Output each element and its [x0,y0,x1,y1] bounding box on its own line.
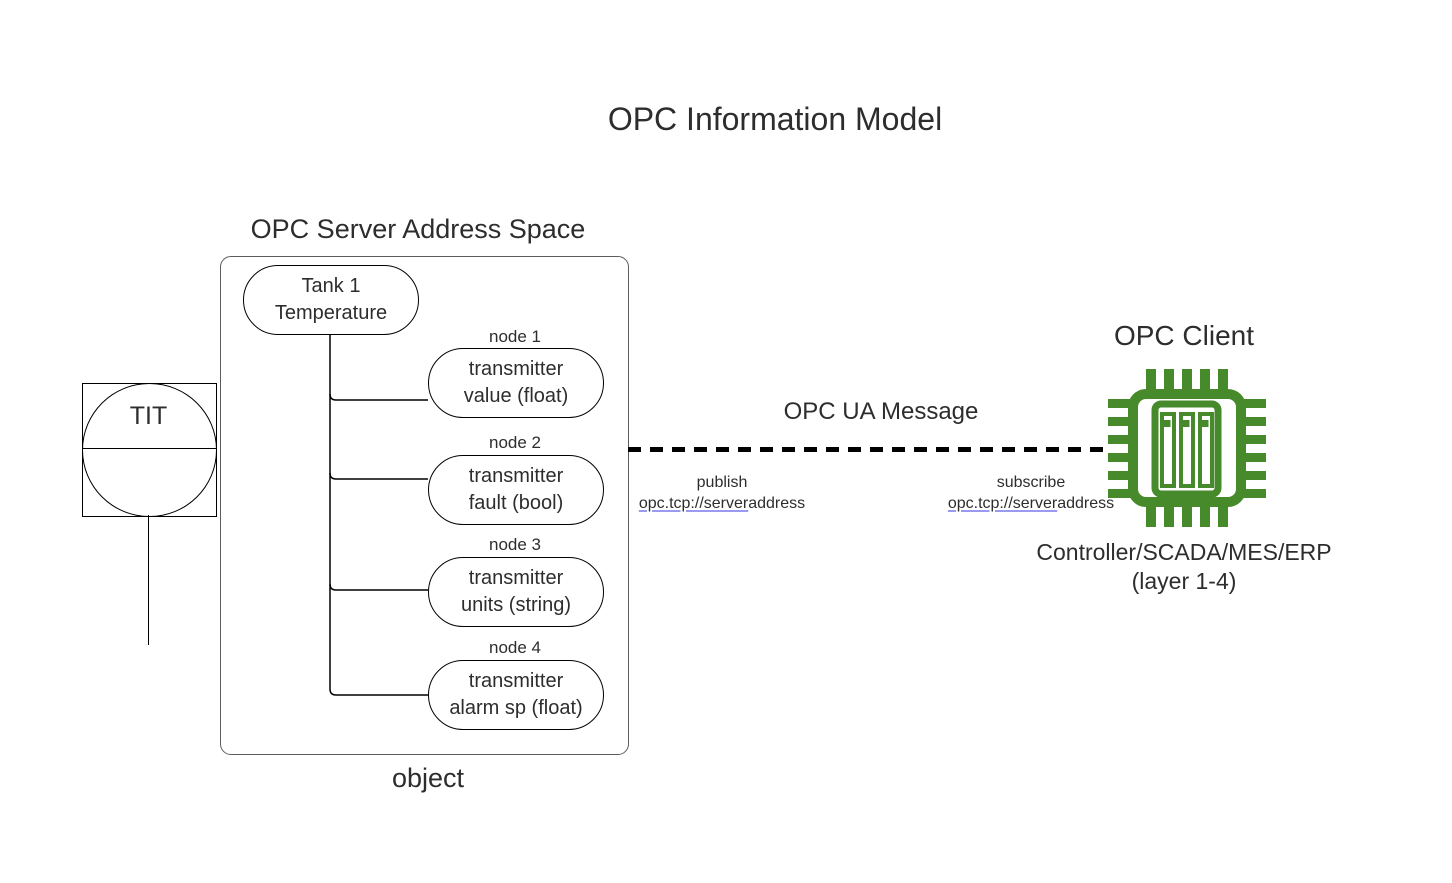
root-node-tank-temperature: Tank 1 Temperature [243,265,419,335]
instrument-divider-line [82,448,216,449]
node-1-tag: node 1 [489,327,541,346]
root-node-line1: Tank 1 [301,275,361,297]
node-4-line1: transmitter [468,670,564,692]
publish-url: opc.tcp://serveraddress [622,493,822,514]
node-3-capsule: transmitter units (string) [428,557,604,627]
instrument-signal-line [148,515,149,645]
client-caption: Controller/SCADA/MES/ERP (layer 1-4) [1031,538,1337,596]
subscribe-url: opc.tcp://serveraddress [931,493,1131,514]
publish-url-link[interactable]: opc.tcp://server [638,495,749,512]
client-caption-line1: Controller/SCADA/MES/ERP [1036,539,1332,565]
node-1-line2: value (float) [463,385,569,407]
subscribe-url-link[interactable]: opc.tcp://server [947,495,1058,512]
opc-client-label: OPC Client [1113,320,1255,351]
node-1-line1: transmitter [468,358,564,380]
publish-endpoint: publish opc.tcp://serveraddress [622,472,822,514]
node-tree-connector [329,333,428,696]
client-caption-line2: (layer 1-4) [1131,568,1237,594]
instrument-tag: TIT [129,402,168,430]
node-4-tag: node 4 [489,638,541,657]
publish-action-label: publish [696,474,748,491]
page-title: OPC Information Model [607,101,943,137]
publish-url-rest: address [748,495,806,512]
node-4-capsule: transmitter alarm sp (float) [428,660,604,730]
node-1-capsule: transmitter value (float) [428,348,604,418]
node-3-line2: units (string) [460,594,572,616]
node-2-capsule: transmitter fault (bool) [428,455,604,525]
node-2-tag: node 2 [489,433,541,452]
object-label: object [391,763,465,793]
node-4-line2: alarm sp (float) [449,697,583,719]
node-3-line1: transmitter [468,567,564,589]
subscribe-endpoint: subscribe opc.tcp://serveraddress [931,472,1131,514]
cpu-chip-icon [1108,369,1266,527]
node-2-line2: fault (bool) [468,492,564,514]
subscribe-url-rest: address [1057,495,1115,512]
root-node-line2: Temperature [274,302,388,324]
opc-ua-message-label: OPC UA Message [783,398,979,425]
server-address-space-box [220,256,629,755]
subscribe-action-label: subscribe [996,474,1066,491]
node-3-tag: node 3 [489,535,541,554]
server-address-space-label: OPC Server Address Space [250,214,586,244]
node-2-line1: transmitter [468,465,564,487]
instrument-circle [82,383,217,517]
message-dashed-line [628,447,1108,452]
